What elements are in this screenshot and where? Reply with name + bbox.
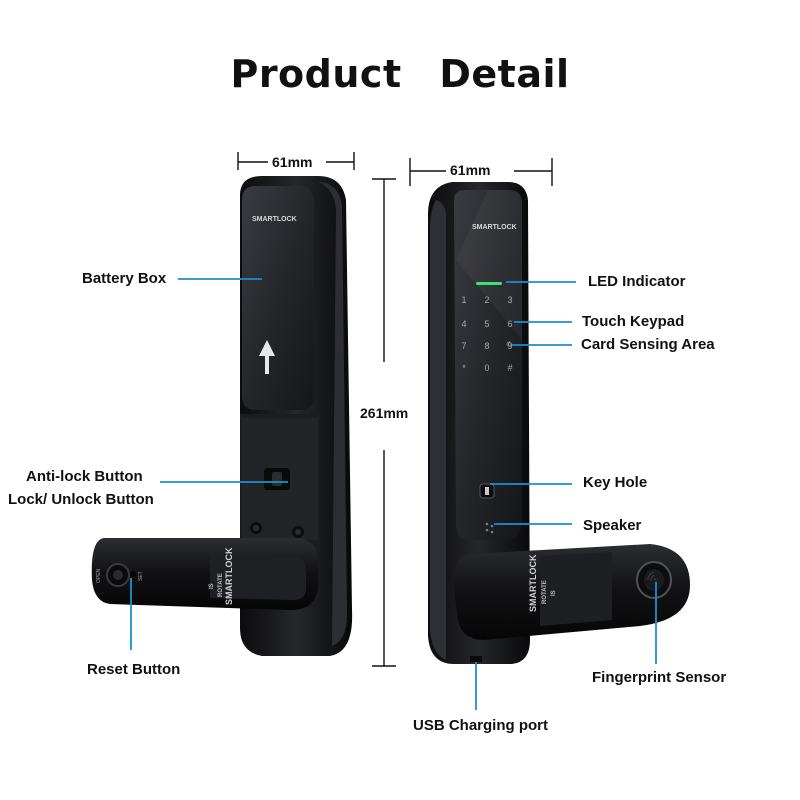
keypad-key: 8 <box>484 341 489 351</box>
card-sensing-marker <box>506 341 512 347</box>
keypad-key: 6 <box>507 319 512 329</box>
keypad-key: 2 <box>484 295 489 305</box>
reset-pinhole <box>130 571 136 577</box>
label-fingerprint-sensor: Fingerprint Sensor <box>592 669 727 686</box>
label-reset-button: Reset Button <box>87 661 181 678</box>
svg-text:SET: SET <box>138 571 144 581</box>
label-key-hole: Key Hole <box>583 474 648 491</box>
keypad-glass <box>454 190 522 540</box>
label-card-sensing-area: Card Sensing Area <box>581 336 715 353</box>
keypad-key: 0 <box>484 363 489 373</box>
label-led-indicator: LED Indicator <box>588 273 686 290</box>
keypad-key: # <box>507 363 512 373</box>
up-arrow-icon <box>259 340 275 374</box>
svg-text:ROTATE: ROTATE <box>218 573 224 597</box>
keypad-key: 5 <box>484 319 489 329</box>
keypad-key: 3 <box>507 295 512 305</box>
led-indicator <box>476 282 502 285</box>
svg-text:OPEN: OPEN <box>96 568 102 583</box>
back-brand-text: SMARTLOCK <box>252 216 297 223</box>
label-anti-lock-button: Anti-lock Button <box>26 468 143 485</box>
callout-leaders <box>130 278 657 710</box>
keypad-key: * <box>462 363 466 373</box>
label-usb-charging-port: USB Charging port <box>413 717 548 734</box>
back-lock: SMARTLOCK SMARTLOCK ROTATE IS OPEN SET <box>91 176 353 656</box>
keypad-key: 7 <box>461 341 466 351</box>
label-touch-keypad: Touch Keypad <box>582 313 685 330</box>
handle-brand: SMARTLOCK ROTATE IS <box>209 547 234 605</box>
usb-port <box>470 656 482 662</box>
front-handle-brand: SMARTLOCK ROTATE IS <box>528 554 557 612</box>
front-brand-text: SMARTLOCK <box>472 224 517 231</box>
svg-text:SMARTLOCK: SMARTLOCK <box>224 547 234 605</box>
label-speaker: Speaker <box>583 517 642 534</box>
keypad-key: 4 <box>461 319 466 329</box>
dimension-height: 261mm <box>360 405 409 421</box>
label-lock-unlock-button: Lock/ Unlock Button <box>8 491 154 508</box>
label-battery-box: Battery Box <box>82 270 167 287</box>
svg-text:IS: IS <box>209 583 215 589</box>
speaker-holes <box>485 522 494 534</box>
keypad-key: 1 <box>461 295 466 305</box>
dimension-width-back: 61mm <box>272 154 313 170</box>
page-title: Product Detail <box>230 52 570 96</box>
svg-text:IS: IS <box>551 590 557 596</box>
svg-text:ROTATE: ROTATE <box>542 580 548 604</box>
front-lock-side <box>430 200 446 660</box>
back-lock-side <box>318 182 348 646</box>
svg-text:SMARTLOCK: SMARTLOCK <box>528 554 538 612</box>
dimension-lines <box>237 152 553 667</box>
dimension-width-front: 61mm <box>450 162 491 178</box>
